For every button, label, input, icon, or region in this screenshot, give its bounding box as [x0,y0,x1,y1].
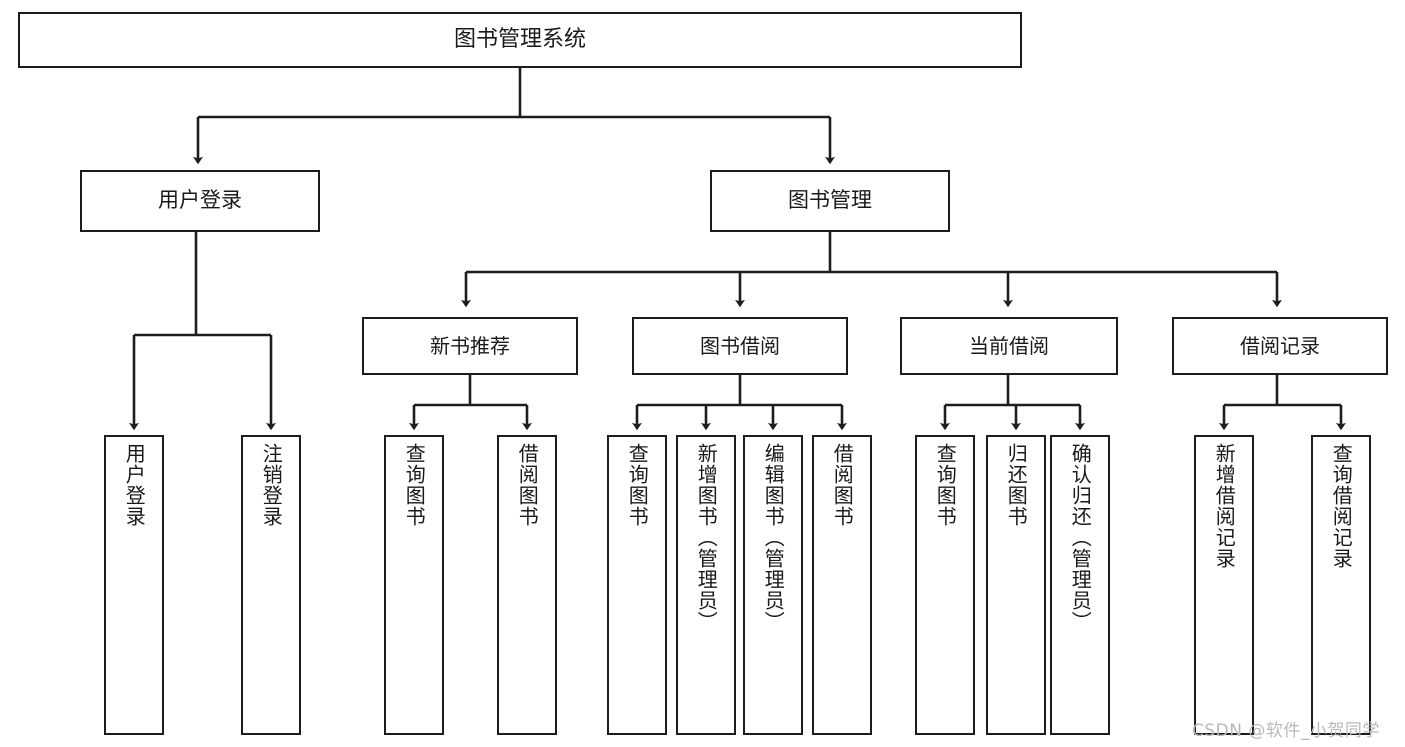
node-label: 图书借阅 [700,333,780,358]
node-label: 新增图书（管理员） [694,443,719,632]
node-label: 借阅记录 [1240,333,1320,358]
node-label: 新增借阅记录 [1212,443,1237,569]
node-current-borrow[interactable]: 当前借阅 [900,317,1118,375]
node-user-login[interactable]: 用户登录 [80,170,320,232]
node-label: 新书推荐 [430,333,510,358]
node-leaf-borrow-book-recommend[interactable]: 借阅图书 [497,435,557,735]
node-label: 借阅图书 [515,443,540,527]
node-borrow-record[interactable]: 借阅记录 [1172,317,1388,375]
node-label: 归还图书 [1004,443,1029,527]
node-label: 用户登录 [158,188,242,213]
node-leaf-return-book[interactable]: 归还图书 [986,435,1046,735]
node-leaf-user-login[interactable]: 用户登录 [104,435,164,735]
node-leaf-query-borrow-record[interactable]: 查询借阅记录 [1311,435,1371,735]
node-label: 确认归还（管理员） [1068,443,1093,632]
node-label: 当前借阅 [969,333,1049,358]
node-leaf-borrow-book-borrow[interactable]: 借阅图书 [812,435,872,735]
node-leaf-add-borrow-record[interactable]: 新增借阅记录 [1194,435,1254,735]
node-leaf-logout-login[interactable]: 注销登录 [241,435,301,735]
node-label: 编辑图书（管理员） [761,443,786,632]
node-leaf-edit-book-admin[interactable]: 编辑图书（管理员） [743,435,803,735]
node-label: 查询图书 [402,443,427,527]
node-leaf-query-book-recommend[interactable]: 查询图书 [384,435,444,735]
node-label: 借阅图书 [830,443,855,527]
node-leaf-query-book-current[interactable]: 查询图书 [915,435,975,735]
node-root-book-management-system[interactable]: 图书管理系统 [18,12,1022,68]
node-new-book-recommend[interactable]: 新书推荐 [362,317,578,375]
node-label: 查询借阅记录 [1329,443,1354,569]
node-label: 图书管理系统 [453,26,586,52]
node-label: 用户登录 [122,443,147,527]
node-book-borrow[interactable]: 图书借阅 [632,317,848,375]
node-book-management[interactable]: 图书管理 [710,170,950,232]
node-label: 图书管理 [788,188,872,213]
node-leaf-confirm-return-admin[interactable]: 确认归还（管理员） [1050,435,1110,735]
node-label: 查询图书 [625,443,650,527]
node-label: 注销登录 [259,443,284,527]
node-label: 查询图书 [933,443,958,527]
node-leaf-add-book-admin[interactable]: 新增图书（管理员） [676,435,736,735]
node-leaf-query-book-borrow[interactable]: 查询图书 [607,435,667,735]
csdn-watermark: CSDN @软件_小贺同学 [1192,721,1380,741]
